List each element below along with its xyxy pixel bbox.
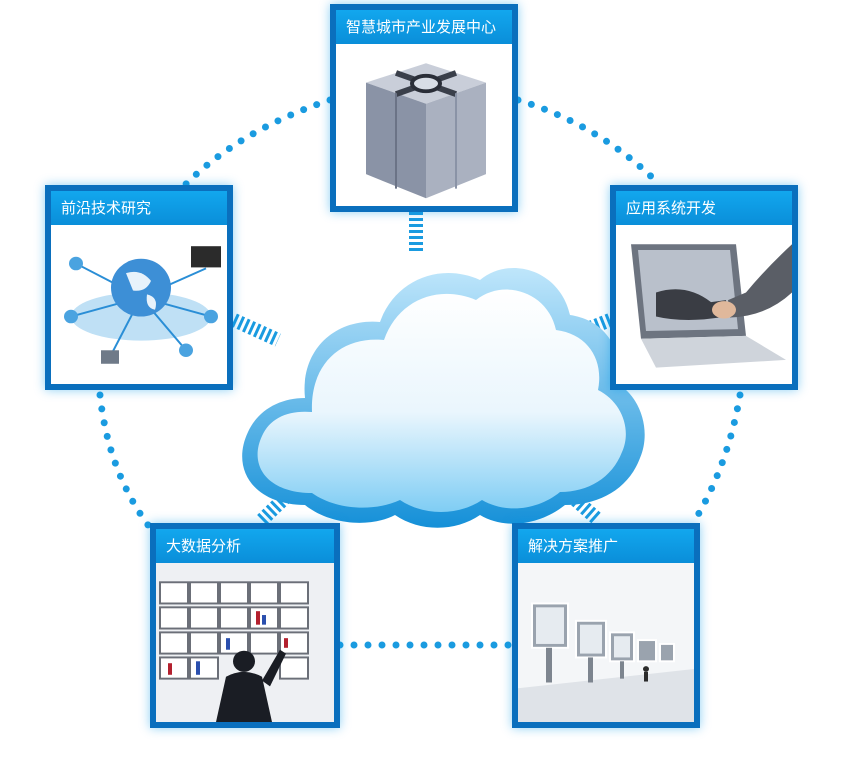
ring-arc-left-bottom [96, 391, 152, 529]
connector-left [231, 313, 281, 347]
node-title: 应用系统开发 [616, 191, 792, 225]
ring-arc-right-bottom [691, 391, 744, 524]
node-title: 前沿技术研究 [51, 191, 227, 225]
node-right-card: 应用系统开发 [610, 185, 798, 390]
node-title: 智慧城市产业发展中心 [336, 10, 512, 44]
node-title: 解决方案推广 [518, 529, 694, 563]
node-title: 大数据分析 [156, 529, 334, 563]
data-wall-analyst-icon [156, 563, 334, 722]
dotted-ring [96, 96, 744, 649]
ring-arc-top-right [514, 96, 664, 189]
node-bottom-right-card: 解决方案推广 [512, 523, 700, 728]
ring-arc-top-left [181, 96, 334, 189]
node-top-card: 智慧城市产业发展中心 [330, 4, 518, 212]
node-left-card: 前沿技术研究 [45, 185, 233, 390]
cloud-icon [242, 267, 645, 528]
metal-cube-icon [336, 44, 512, 206]
display-screens-icon [518, 563, 694, 722]
node-bottom-left-card: 大数据分析 [150, 523, 340, 728]
globe-network-icon [51, 225, 227, 384]
laptop-handshake-icon [616, 225, 792, 384]
